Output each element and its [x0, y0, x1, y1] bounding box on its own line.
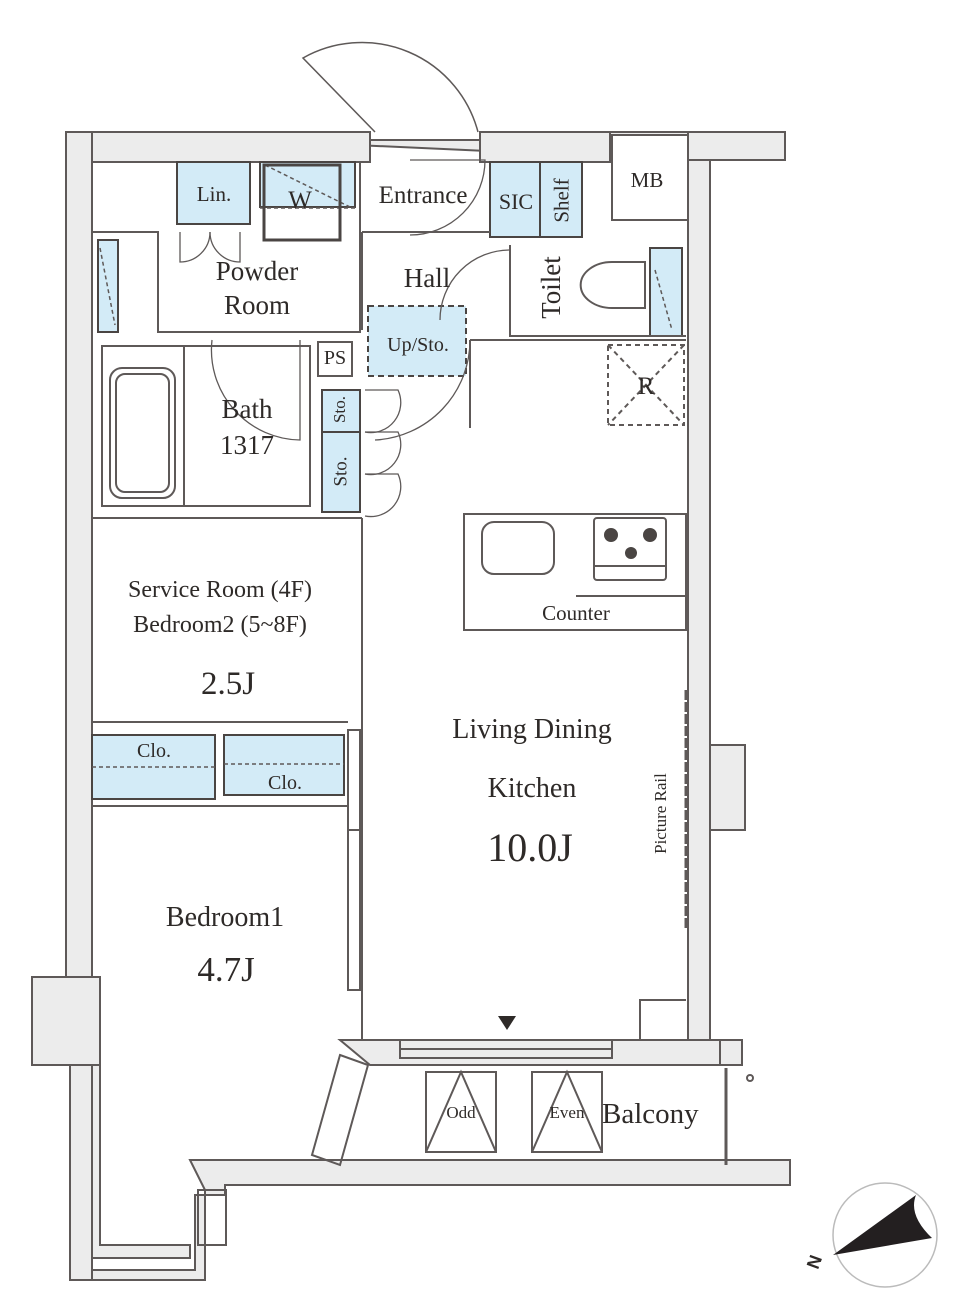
mb-box	[611, 134, 689, 221]
left-wall	[65, 131, 93, 978]
ps-box	[317, 341, 353, 377]
up-storage	[367, 305, 467, 377]
hall-walls	[361, 231, 686, 428]
angled-window	[310, 1053, 370, 1167]
closet-2-label: Clo.	[268, 772, 302, 794]
shelf	[539, 161, 583, 238]
toilet-tank-area	[649, 247, 683, 337]
powder-room-walls	[92, 162, 361, 333]
up-storage-label: Up/Sto.	[387, 334, 449, 356]
refrigerator-label: R	[637, 373, 655, 400]
balcony-bottom-wall	[91, 1159, 791, 1281]
storage-1	[321, 389, 361, 433]
balcony-wall	[337, 1039, 721, 1066]
mb-label: MB	[630, 168, 664, 192]
hall-label: Hall	[403, 263, 451, 293]
bedroom1-label: Bedroom1	[165, 902, 285, 933]
burner-icons	[604, 528, 657, 559]
bedroom1-size: 4.7J	[197, 950, 255, 989]
powder-room-label-1: Powder	[215, 256, 299, 286]
right-wall	[687, 131, 711, 1063]
service-room-size: 2.5J	[200, 666, 256, 702]
ldk-size: 10.0J	[487, 825, 573, 870]
top-wall	[91, 131, 371, 163]
sink	[481, 521, 555, 575]
entrance-label: Entrance	[378, 182, 468, 209]
top-wall-right	[479, 131, 611, 163]
right-pilaster	[709, 744, 746, 831]
right-wall-top	[687, 131, 786, 161]
toilet-bowl	[579, 261, 646, 309]
ac-odd-label: Odd	[446, 1103, 476, 1122]
bath-room	[101, 345, 311, 507]
balcony-label: Balcony	[602, 1098, 699, 1130]
ps-label: PS	[323, 347, 347, 369]
powder-room-label-2: Room	[223, 290, 291, 320]
bath-size: 1317	[220, 430, 274, 460]
closet-2	[223, 734, 345, 796]
counter-label: Counter	[542, 601, 610, 625]
entry-arrow-icon	[498, 1016, 516, 1030]
sic-closet	[489, 161, 541, 238]
linen-label: Lin.	[196, 182, 232, 206]
entrance-door	[301, 41, 479, 133]
storage-1-label: Sto.	[329, 396, 349, 423]
bedroom-bottom-wall	[91, 1064, 191, 1259]
toilet-label: Toilet	[535, 256, 566, 319]
sic-label: SIC	[498, 189, 534, 214]
service-room-label-1: Service Room (4F)	[128, 577, 312, 603]
shelf-label: Shelf	[549, 178, 574, 223]
ldk-label-2: Kitchen	[487, 773, 577, 804]
closet-1	[91, 734, 216, 800]
compass-icon	[832, 1182, 938, 1288]
bathtub	[109, 367, 176, 499]
kitchen-counter	[463, 513, 687, 631]
linen-closet	[176, 161, 251, 225]
washer-label: W	[288, 187, 312, 214]
left-wall-lower	[69, 1064, 93, 1281]
washer-box	[262, 163, 342, 242]
picture-rail-label: Picture Rail	[650, 773, 670, 854]
storage-2	[321, 431, 361, 513]
stove	[593, 517, 667, 581]
refrigerator-space	[607, 344, 685, 426]
bath-label: Bath	[221, 394, 273, 424]
ldk-label-1: Living Dining	[452, 714, 612, 745]
left-column	[31, 976, 101, 1066]
closet-1-label: Clo.	[137, 740, 171, 762]
service-room-label-2: Bedroom2 (5~8F)	[133, 612, 307, 638]
ac-even-label: Even	[549, 1103, 585, 1122]
storage-2-label: Sto.	[330, 456, 352, 487]
